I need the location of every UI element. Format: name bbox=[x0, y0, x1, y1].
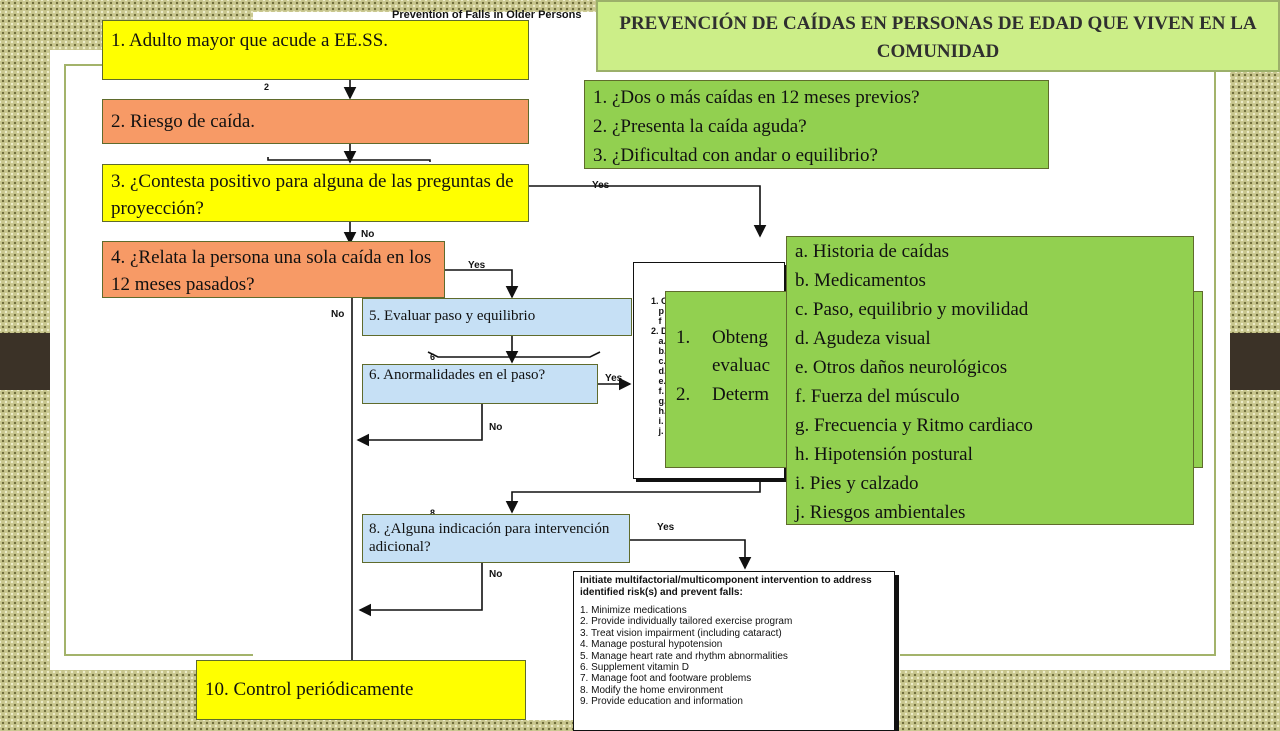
risk-factor-item: e. Otros daños neurológicos bbox=[795, 357, 1008, 378]
screening-question: 3. ¿Dificultad con andar o equilibrio? bbox=[593, 145, 878, 166]
assessment-item-1-line1: Obteng bbox=[712, 327, 768, 348]
no-label-6: No bbox=[489, 422, 503, 433]
risk-factor-item: g. Frecuencia y Ritmo cardiaco bbox=[795, 415, 1033, 436]
risk-factor-item: h. Hipotensión postural bbox=[795, 444, 973, 465]
step-2-box: 2. Riesgo de caída. bbox=[102, 99, 529, 144]
assessment-item-2-line1: Determ bbox=[712, 384, 769, 405]
assessment-item-2-number: 2. bbox=[676, 384, 691, 405]
no-label-4: No bbox=[331, 309, 345, 320]
step-6-box: 6. Anormalidades en el paso? bbox=[362, 364, 598, 404]
step-5-box: 5. Evaluar paso y equilibrio bbox=[362, 298, 632, 336]
risk-factor-item: c. Paso, equilibrio y movilidad bbox=[795, 299, 1029, 320]
intervention-item: 2. Provide individually tailored exercis… bbox=[580, 616, 793, 628]
yes-line-8 bbox=[630, 539, 752, 570]
assessment-item-1-number: 1. bbox=[676, 327, 691, 348]
intervention-item: 3. Treat vision impairment (including ca… bbox=[580, 627, 782, 639]
step-1-box: 1. Adulto mayor que acude a EE.SS. bbox=[102, 20, 529, 80]
intervention-box: Initiate multifactorial/multicomponent i… bbox=[573, 571, 895, 731]
assessment-item-1-line2: evaluac bbox=[712, 355, 771, 376]
yes-label-6: Yes bbox=[605, 373, 623, 384]
no-label-3: No bbox=[361, 229, 375, 240]
step-number-6: 6 bbox=[430, 352, 436, 362]
screening-questions-box: 1. ¿Dos o más caídas en 12 meses previos… bbox=[584, 80, 1049, 169]
step-10-box: 10. Control periódicamente bbox=[196, 660, 526, 720]
step-7-text: 1. O p f 2. D a. b. c. d. e. f. g. h. i.… bbox=[651, 296, 668, 436]
intervention-item: 8. Modify the home environment bbox=[580, 684, 723, 696]
screening-question: 1. ¿Dos o más caídas en 12 meses previos… bbox=[593, 87, 920, 108]
step-number-8: 8 bbox=[430, 508, 436, 518]
step-8-box: 8. ¿Alguna indicación para intervención … bbox=[362, 514, 630, 563]
risk-factors-box: a. Historia de caídas b. Medicamentos c.… bbox=[786, 236, 1194, 525]
flowchart-title: Prevention of Falls in Older Persons bbox=[392, 9, 582, 21]
step-3-box: 3. ¿Contesta positivo para alguna de las… bbox=[102, 164, 529, 222]
intervention-item: 5. Manage heart rate and rhythm abnormal… bbox=[580, 650, 788, 662]
no-line-8 bbox=[358, 563, 483, 617]
risk-factor-item: d. Agudeza visual bbox=[795, 328, 931, 349]
arrow-7-8 bbox=[505, 470, 761, 514]
intervention-item: 7. Manage foot and footware problems bbox=[580, 673, 752, 685]
decision-shape-3 bbox=[267, 157, 431, 162]
yes-label-3: Yes bbox=[592, 180, 610, 191]
intervention-item: 4. Manage postural hypotension bbox=[580, 639, 723, 651]
intervention-title: Initiate multifactorial/multicomponent i… bbox=[580, 575, 872, 598]
screening-question: 2. ¿Presenta la caída aguda? bbox=[593, 116, 807, 137]
decision-shape-6 bbox=[427, 351, 601, 358]
yes-label-8: Yes bbox=[657, 522, 675, 533]
yes-label-4: Yes bbox=[468, 260, 486, 271]
risk-factor-item: b. Medicamentos bbox=[795, 270, 926, 291]
step-number-2: 2 bbox=[264, 82, 270, 92]
intervention-item: 9. Provide education and information bbox=[580, 696, 743, 708]
risk-factor-item: i. Pies y calzado bbox=[795, 473, 919, 494]
no-label-8: No bbox=[489, 569, 503, 580]
risk-factor-item: f. Fuerza del músculo bbox=[795, 386, 960, 407]
no-line-6 bbox=[356, 404, 483, 447]
slide-title: PREVENCIÓN DE CAÍDAS EN PERSONAS DE EDAD… bbox=[596, 0, 1280, 72]
intervention-item: 6. Supplement vitamin D bbox=[580, 662, 689, 674]
yes-line-4 bbox=[445, 269, 519, 299]
yes-line-3 bbox=[527, 185, 767, 238]
risk-factor-item: a. Historia de caídas bbox=[795, 241, 950, 262]
risk-factor-item: j. Riesgos ambientales bbox=[795, 502, 966, 523]
step-4-box: 4. ¿Relata la persona una sola caída en … bbox=[102, 241, 445, 298]
intervention-item: 1. Minimize medications bbox=[580, 605, 687, 616]
